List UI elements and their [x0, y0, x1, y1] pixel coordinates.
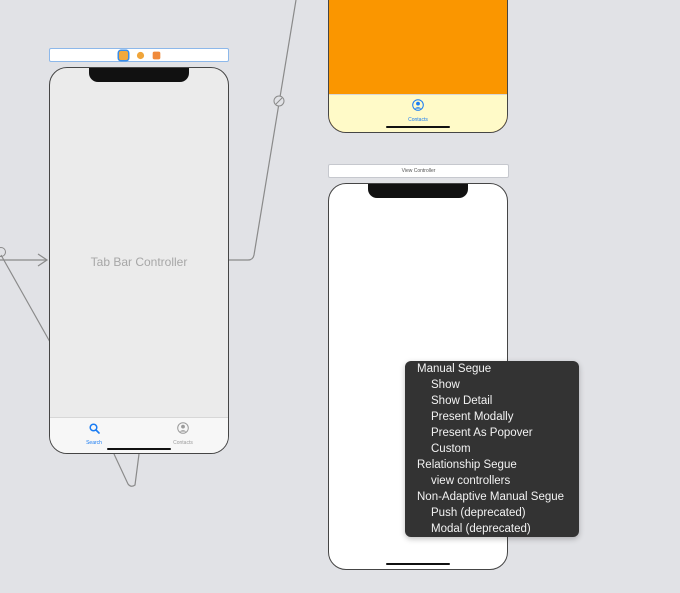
tab-contacts[interactable]: Contacts: [163, 421, 203, 446]
search-icon: [88, 423, 100, 434]
device-notch: [89, 68, 189, 82]
contacts-icon: [412, 99, 424, 111]
exit-icon[interactable]: [152, 51, 161, 60]
tab-contacts-label: Contacts: [408, 117, 428, 123]
tab-bar-controller-scene[interactable]: Tab Bar Controller Search Contacts: [49, 67, 229, 454]
tab-contacts[interactable]: Contacts: [398, 98, 438, 123]
tab-search-label: Search: [86, 440, 102, 446]
scene-title: Tab Bar Controller: [90, 255, 188, 269]
menu-header-non-adaptive-manual-segue: Non-Adaptive Manual Segue: [417, 491, 565, 503]
menu-item-view-controllers[interactable]: view controllers: [431, 475, 511, 487]
contacts-tab-bar[interactable]: Contacts: [329, 94, 507, 132]
menu-item-present-as-popover[interactable]: Present As Popover: [431, 427, 533, 439]
view-controller-dock-title: View Controller: [401, 168, 436, 174]
view-controller-dock[interactable]: View Controller: [328, 164, 509, 178]
menu-item-show[interactable]: Show: [431, 379, 460, 391]
home-indicator: [386, 563, 450, 565]
tab-contacts-label: Contacts: [173, 440, 193, 446]
contacts-icon: [177, 422, 189, 434]
tab-bar[interactable]: Search Contacts: [50, 417, 228, 453]
menu-header-relationship-segue: Relationship Segue: [417, 459, 517, 471]
contacts-scene[interactable]: Contacts: [328, 0, 508, 133]
home-indicator: [107, 448, 171, 450]
menu-item-modal-deprecated[interactable]: Modal (deprecated): [431, 523, 531, 535]
segue-context-menu[interactable]: Manual Segue Show Show Detail Present Mo…: [405, 361, 579, 537]
tab-search[interactable]: Search: [74, 421, 114, 446]
home-indicator: [386, 126, 450, 128]
tab-bar-controller-icon[interactable]: [119, 51, 128, 60]
menu-item-present-modally[interactable]: Present Modally: [431, 411, 514, 423]
menu-item-custom[interactable]: Custom: [431, 443, 471, 455]
menu-item-push-deprecated[interactable]: Push (deprecated): [431, 507, 526, 519]
menu-item-show-detail[interactable]: Show Detail: [431, 395, 493, 407]
device-notch: [368, 184, 468, 198]
menu-header-manual-segue: Manual Segue: [417, 363, 492, 375]
first-responder-icon[interactable]: [136, 51, 145, 60]
tab-bar-controller-dock[interactable]: [49, 48, 229, 62]
